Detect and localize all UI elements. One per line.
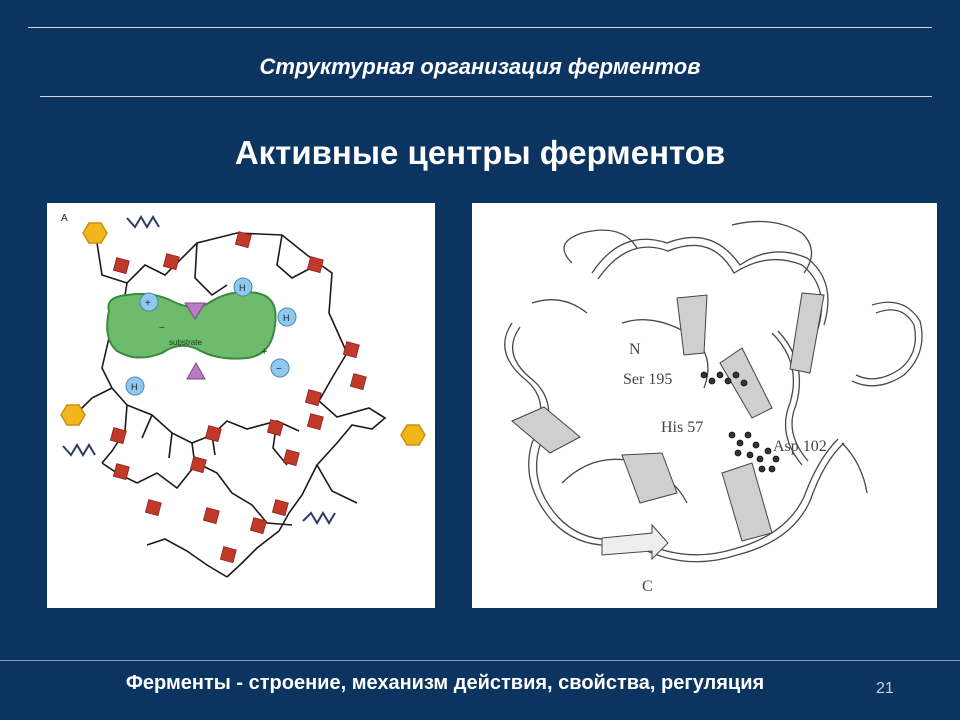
beta-sheets [511,292,825,561]
substrate-shape [106,291,277,360]
h-group-label-3: H [131,382,138,392]
hexagon-icon-3 [400,424,426,446]
substrate-label: substrate [169,338,202,347]
wavy-sidechains [62,215,336,525]
hexagon-groups [60,222,426,446]
hexagon-icon-2 [60,404,86,426]
backbone [74,232,387,578]
label-asp-102: Asp 102 [773,438,827,455]
header-bottom-rule [40,96,932,97]
footer-rule [0,660,960,661]
triangle-group-upper [184,302,206,320]
active-site-svg: A [60,213,426,578]
header-top-rule [28,27,932,28]
hexagon-icon-1 [82,222,108,244]
panel-label: A [61,213,68,224]
label-ser-195: Ser 195 [623,371,672,388]
substrate-minus-mark: − [159,323,165,334]
substrate-plus-mark: + [261,346,267,358]
charged-groups: + H H − H [125,277,297,396]
active-site-atoms [700,371,780,473]
label-n-terminus: N [629,341,641,358]
h-group-label-1: H [239,283,246,293]
triangle-group-lower [186,361,206,380]
plus-ion-label: + [145,298,151,309]
footer-text: Ферменты - строение, механизм действия, … [125,672,765,694]
page-number: 21 [876,680,894,697]
h-group-label-2: H [283,313,290,323]
minus-ion-label: − [276,364,282,375]
slide-title: Активные центры ферментов [234,134,726,171]
enzyme-ribbon-figure: N Ser 195 His 57 Asp 102 C [472,203,937,608]
residue-squares [109,231,367,564]
label-his-57: His 57 [661,419,703,436]
header-title: Структурная организация ферментов [259,54,701,79]
ribbon-strands [504,220,923,563]
label-c-terminus: C [642,578,653,595]
active-site-diagram: A [47,203,435,608]
ribbon-svg: N Ser 195 His 57 Asp 102 C [504,220,923,595]
